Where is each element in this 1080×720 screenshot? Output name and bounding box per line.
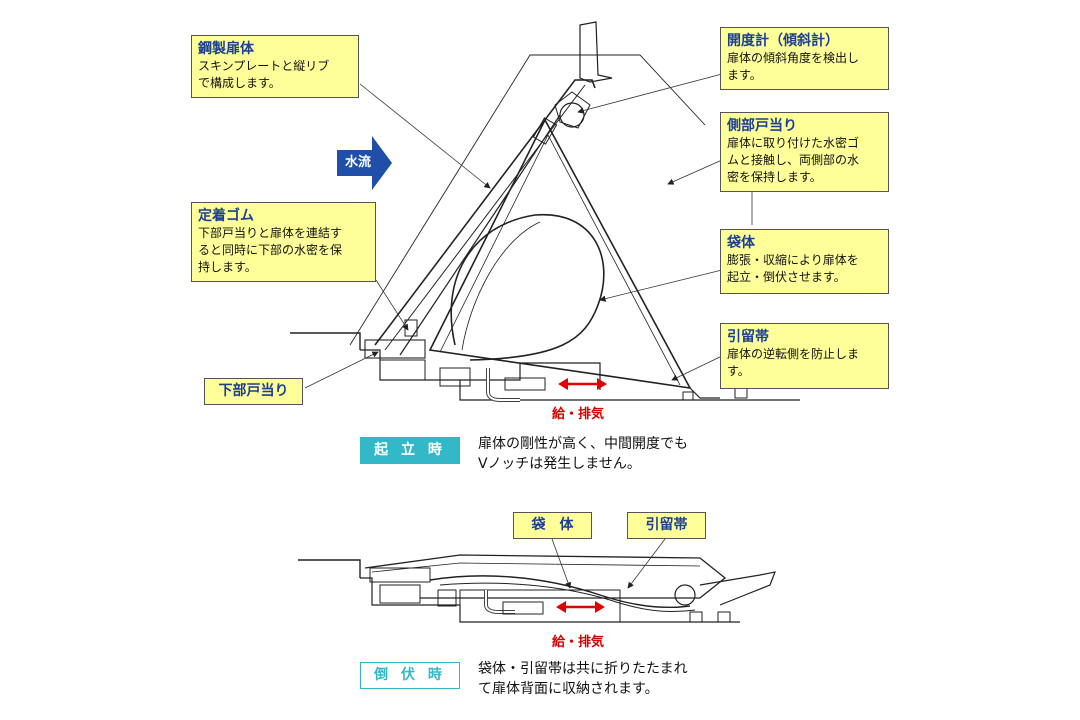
lowered-state-description: 袋体・引留帯は共に折りたたまれ て扉体背面に収納されます。 [478, 661, 688, 697]
callout-anchor-rubber-body: 下部戸当りと扉体を連結す ると同時に下部の水密を保 持します。 [198, 226, 343, 274]
callout-restraint-belt: 引留帯 扉体の逆転側を防止しま す。 [720, 323, 889, 389]
callout-opening-meter-body: 扉体の傾斜角度を検出し ます。 [727, 51, 860, 82]
lowered-label-bag: 袋 体 [513, 512, 592, 539]
callout-opening-meter: 開度計（傾斜計） 扉体の傾斜角度を検出し ます。 [720, 27, 889, 90]
callout-bag-title: 袋体 [727, 235, 755, 251]
callout-restraint-belt-body: 扉体の逆転側を防止しま す。 [727, 347, 860, 378]
callout-side-guard-title: 側部戸当り [727, 118, 797, 134]
upright-state-description: 扉体の剛性が高く、中間開度でも Vノッチは発生しません。 [478, 436, 688, 472]
callout-steel-gate: 鋼製扉体 スキンプレートと縦リブ で構成します。 [191, 35, 359, 98]
callout-steel-gate-body: スキンプレートと縦リブ で構成します。 [198, 59, 330, 90]
lowered-label-restraint-belt-text: 引留帯 [645, 517, 688, 533]
lowered-label-restraint-belt: 引留帯 [627, 512, 706, 539]
callout-opening-meter-title: 開度計（傾斜計） [727, 33, 839, 49]
callout-restraint-belt-title: 引留帯 [727, 329, 769, 345]
upright-gate-drawing [290, 21, 800, 402]
callout-side-guard-body: 扉体に取り付けた水密ゴ ムと接触し、両側部の水 密を保持します。 [727, 136, 860, 184]
callout-side-guard: 側部戸当り 扉体に取り付けた水密ゴ ムと接触し、両側部の水 密を保持します。 [720, 112, 889, 192]
callout-steel-gate-title: 鋼製扉体 [198, 41, 254, 57]
upright-state-tag: 起 立 時 [360, 437, 460, 464]
lowered-gate-drawing [298, 554, 776, 623]
lowered-supply-label: 給・排気 [552, 635, 605, 650]
callout-lower-guard: 下部戸当り [204, 378, 303, 405]
water-flow-label: 水流 [344, 155, 371, 170]
lowered-supply-arrow [556, 601, 605, 613]
upright-supply-arrow [558, 378, 607, 390]
upright-supply-label: 給・排気 [552, 407, 605, 422]
lowered-leader-lines [551, 538, 666, 589]
upright-leader-lines [304, 73, 753, 389]
lowered-state-tag: 倒 伏 時 [360, 662, 460, 689]
callout-anchor-rubber-title: 定着ゴム [198, 208, 254, 224]
callout-bag: 袋体 膨張・収縮により扉体を 起立・倒伏させます。 [720, 229, 889, 294]
callout-anchor-rubber: 定着ゴム 下部戸当りと扉体を連結す ると同時に下部の水密を保 持します。 [191, 202, 376, 282]
callout-lower-guard-title: 下部戸当り [218, 383, 289, 399]
callout-bag-body: 膨張・収縮により扉体を 起立・倒伏させます。 [727, 253, 859, 284]
water-flow-arrow [337, 136, 392, 190]
lowered-label-bag-text: 袋 体 [531, 517, 574, 533]
